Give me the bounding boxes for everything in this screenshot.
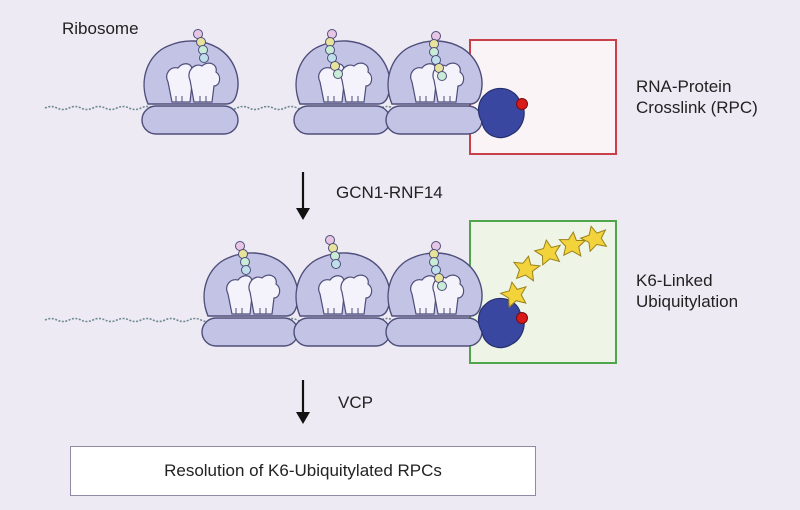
resolution-result-text: Resolution of K6-Ubiquitylated RPCs	[164, 461, 442, 480]
ribosome-icon	[293, 40, 391, 135]
rpc-label-line2: Crosslink (RPC)	[636, 98, 758, 117]
mrna-strand-2	[44, 317, 550, 323]
resolution-result-box: Resolution of K6-Ubiquitylated RPCs	[70, 446, 536, 496]
ubiquitylation-label: K6-Linked Ubiquitylation	[636, 270, 738, 312]
ribosome-label: Ribosome	[62, 19, 139, 38]
ubiquitylation-label-line1: K6-Linked	[636, 271, 713, 290]
rpc-label: RNA-Protein Crosslink (RPC)	[636, 76, 758, 118]
protein-blob-icon	[477, 297, 525, 349]
rpc-label-line1: RNA-Protein	[636, 77, 732, 96]
ribosome-icon	[201, 252, 299, 347]
arrow-down-icon	[296, 380, 310, 424]
step2-enzyme-label: VCP	[338, 393, 373, 412]
step1-enzyme-label: GCN1-RNF14	[336, 183, 443, 202]
row-1-rpc	[44, 29, 617, 155]
row-2-ubiquitylation	[44, 220, 617, 364]
ribosome-icon	[141, 40, 239, 135]
crosslink-dot	[516, 312, 528, 324]
arrow-down-icon	[296, 172, 310, 220]
crosslink-dot	[516, 98, 528, 110]
mrna-strand-1	[44, 105, 550, 111]
protein-blob-icon	[477, 87, 525, 139]
ribosome-icon	[293, 252, 391, 347]
ubiquitylation-label-line2: Ubiquitylation	[636, 292, 739, 311]
